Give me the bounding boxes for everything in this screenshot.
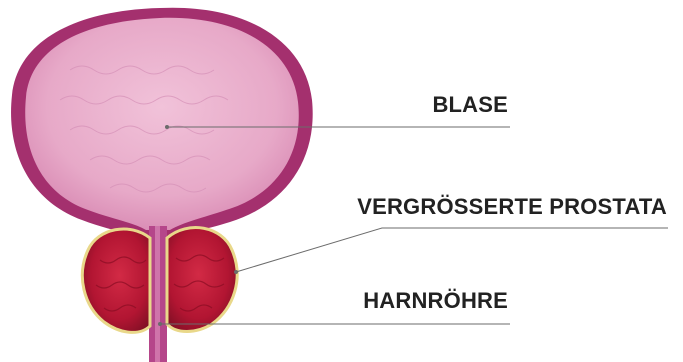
urethra-highlight: [155, 226, 160, 362]
label-harnroehre: HARNRÖHRE: [363, 290, 508, 312]
leader-line-prostata: [236, 228, 668, 272]
prostata-left-lobe: [82, 229, 150, 332]
leader-dot-harnroehre: [158, 322, 162, 326]
leader-dot-prostata: [234, 270, 238, 274]
leader-dot-blase: [165, 125, 169, 129]
prostata-right-lobe: [167, 228, 237, 332]
label-blase: BLASE: [432, 94, 508, 116]
label-vergroesserte-prostata: VERGRÖSSERTE PROSTATA: [357, 196, 667, 218]
